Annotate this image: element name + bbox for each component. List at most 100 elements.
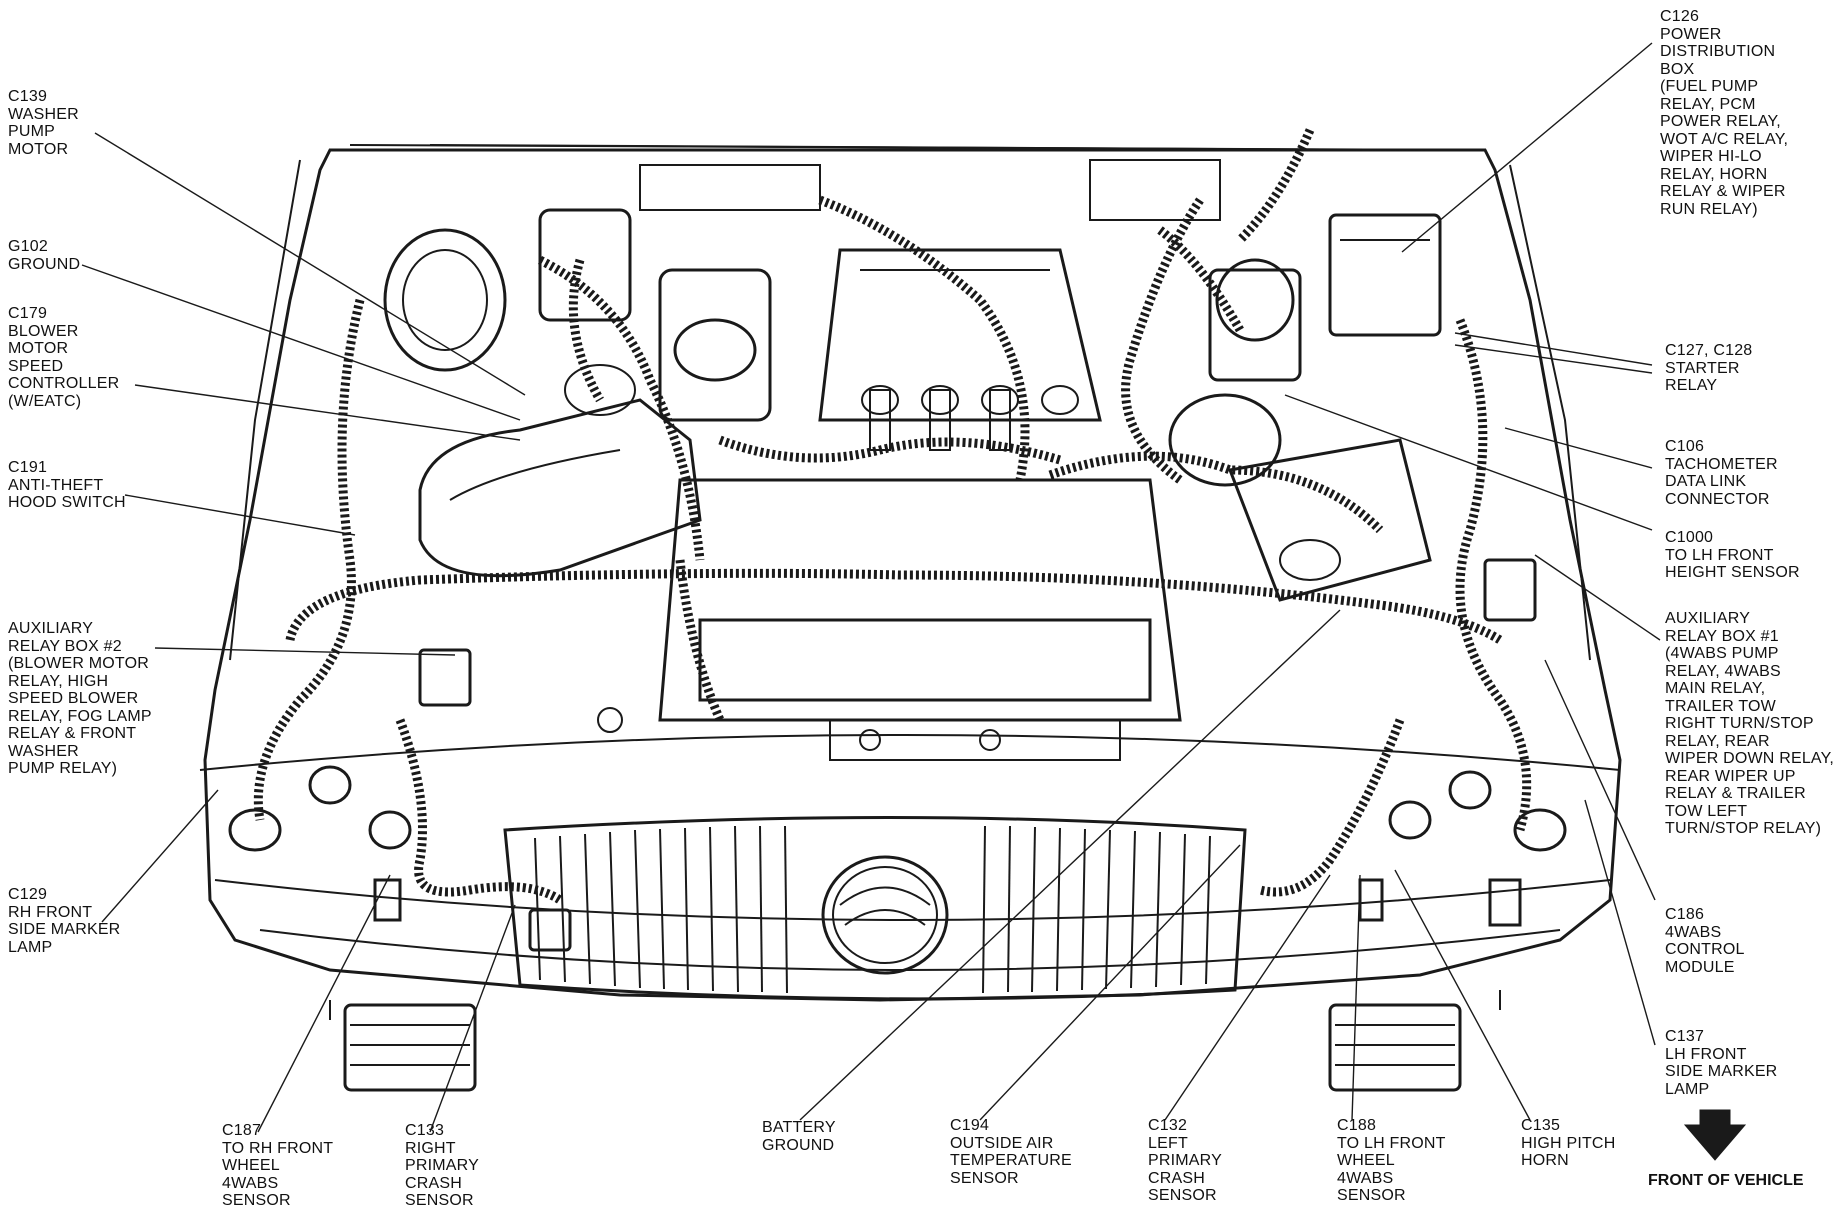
label-line: SENSOR <box>405 1192 474 1209</box>
front-of-vehicle-arrow-icon <box>1683 1109 1747 1161</box>
label-line: PUMP RELAY) <box>8 760 118 777</box>
label-line: C194 <box>950 1117 990 1134</box>
label-line: HEIGHT SENSOR <box>1665 564 1800 581</box>
label-line: RELAY, FOG LAMP <box>8 707 152 725</box>
label-line: C1000 <box>1665 529 1714 546</box>
label-line: WHEEL <box>1337 1152 1395 1169</box>
label-line: RELAY BOX #2 <box>8 637 122 655</box>
label-line: C132 <box>1148 1117 1188 1134</box>
label-line: SPEED BLOWER <box>8 690 139 707</box>
label-line: 4WABS <box>1665 923 1722 941</box>
label-line: OUTSIDE AIR <box>950 1134 1054 1152</box>
label-line: RH FRONT <box>8 903 93 921</box>
label-line: SENSOR <box>1337 1187 1406 1204</box>
label-line: BATTERY <box>762 1119 836 1136</box>
label-line: RELAY, 4WABS <box>1665 662 1781 680</box>
label-line: PUMP <box>8 123 56 140</box>
label-line: MOTOR <box>8 140 69 158</box>
label-line: (FUEL PUMP <box>1660 78 1759 95</box>
label-line: GROUND <box>762 1136 835 1154</box>
label-line: RELAY & TRAILER <box>1665 785 1806 802</box>
label-line: PRIMARY <box>1148 1152 1223 1169</box>
label-line: RELAY, HIGH <box>8 672 109 690</box>
label-line: DISTRIBUTION <box>1660 43 1776 60</box>
label-line: SIDE MARKER <box>1665 1063 1778 1080</box>
label-line: C126 <box>1660 8 1700 25</box>
wiring-harness <box>253 128 1532 904</box>
label-line: C187 <box>222 1122 262 1139</box>
front-of-vehicle-caption: FRONT OF VEHICLE <box>1648 1172 1804 1189</box>
label-line: SENSOR <box>1148 1187 1217 1204</box>
label-line: RIGHT <box>405 1139 456 1157</box>
label-line: AUXILIARY <box>1665 610 1751 627</box>
label-line: TO LH FRONT <box>1665 546 1774 564</box>
label-line: HIGH PITCH <box>1521 1134 1616 1152</box>
label-line: REAR WIPER UP <box>1665 767 1796 785</box>
label-line: CONTROL <box>1665 941 1745 958</box>
label-line: WIPER DOWN RELAY, <box>1665 750 1835 767</box>
label-line: ANTI-THEFT <box>8 476 104 494</box>
label-line: CRASH <box>1148 1169 1206 1187</box>
label-line: C127, C128 <box>1665 342 1753 359</box>
label-line: C188 <box>1337 1117 1377 1134</box>
engine-components <box>228 159 1567 952</box>
label-line: RIGHT TURN/STOP <box>1665 715 1814 732</box>
label-line: CONNECTOR <box>1665 490 1770 508</box>
label-line: C139 <box>8 88 48 105</box>
label-line: STARTER <box>1665 359 1740 377</box>
label-line: TACHOMETER <box>1665 455 1778 473</box>
grille <box>503 816 1247 1001</box>
label-line: (BLOWER MOTOR <box>8 655 149 672</box>
label-line: C133 <box>405 1122 445 1139</box>
label-line: TOW LEFT <box>1665 802 1748 820</box>
label-line: SENSOR <box>222 1192 291 1209</box>
label-line: RELAY, PCM <box>1660 95 1756 113</box>
label-line: MODULE <box>1665 958 1735 976</box>
label-line: WASHER <box>8 742 79 760</box>
label-line: CRASH <box>405 1174 463 1192</box>
fog-lamps <box>343 1003 1462 1092</box>
leader-lines <box>81 42 1661 1133</box>
label-line: 4WABS <box>222 1174 279 1192</box>
label-line: 4WABS <box>1337 1169 1394 1187</box>
label-line: RELAY BOX #1 <box>1665 627 1779 645</box>
label-line: C106 <box>1665 438 1705 455</box>
label-line: PRIMARY <box>405 1157 480 1174</box>
label-line: C129 <box>8 886 48 903</box>
label-line: WASHER <box>8 105 79 123</box>
label-line: POWER <box>1660 25 1722 43</box>
label-line: HOOD SWITCH <box>8 494 126 511</box>
label-line: LAMP <box>8 938 53 956</box>
label-line: RELAY, REAR <box>1665 732 1770 750</box>
label-line: C135 <box>1521 1117 1561 1134</box>
label-line: GROUND <box>8 255 81 273</box>
label-line: TEMPERATURE <box>950 1152 1072 1169</box>
label-line: BOX <box>1660 60 1695 78</box>
label-line: SENSOR <box>950 1169 1019 1187</box>
label-line: TURN/STOP RELAY) <box>1665 820 1822 837</box>
label-line: (W/EATC) <box>8 392 82 410</box>
label-line: WIPER HI-LO <box>1660 148 1762 165</box>
label-line: MOTOR <box>8 340 69 357</box>
label-line: CONTROLLER <box>8 375 120 392</box>
label-line: AUXILIARY <box>8 620 94 637</box>
